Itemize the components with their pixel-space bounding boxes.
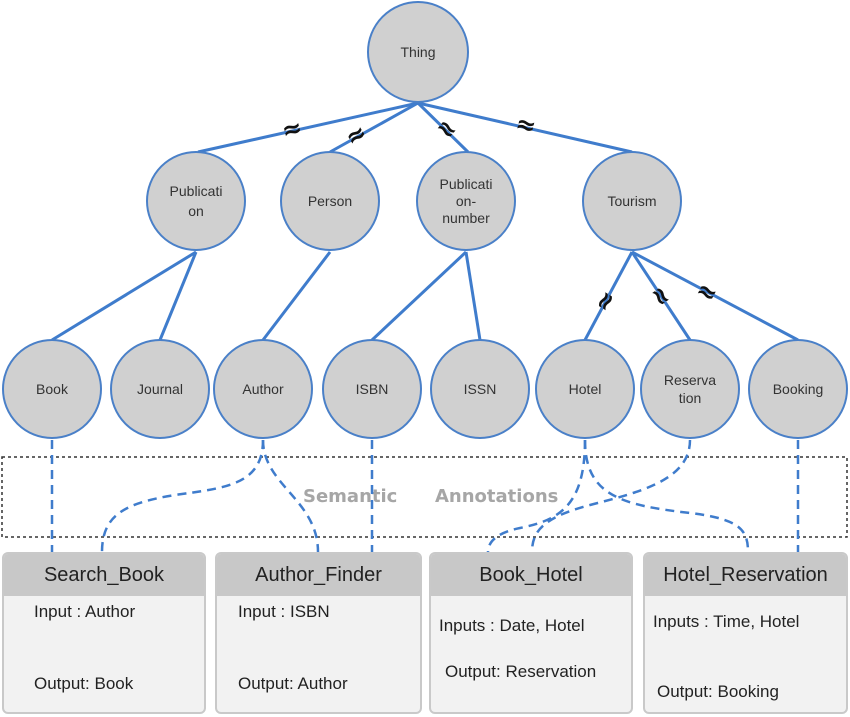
edge-thing-publication (197, 101, 419, 154)
node-thing-label: Thing (400, 44, 435, 60)
link-reservation-book-hotel (530, 439, 692, 553)
node-publication-label-line1: Publicati (170, 183, 223, 199)
service-output: Output: Book (34, 674, 134, 693)
hierarchy-edges (51, 101, 799, 342)
node-booking-label: Booking (773, 381, 824, 397)
node-tourism: Tourism (582, 151, 682, 251)
equivalence-mark-tourism: ≈ (513, 109, 539, 141)
node-hotel-label: Hotel (569, 381, 602, 397)
annotations-label: Annotations (435, 486, 558, 507)
service-output: Output: Author (238, 674, 348, 693)
service-title: Author_Finder (217, 554, 420, 596)
annotation-links (50, 439, 800, 553)
node-booking: Booking (748, 339, 848, 439)
edge-tourism-booking (631, 250, 799, 342)
node-person-label: Person (308, 193, 352, 209)
node-issn-label: ISSN (464, 381, 497, 397)
equivalence-mark-hotel: ≈ (588, 285, 622, 317)
service-input: Input : ISBN (238, 602, 330, 621)
node-reservation: Reserva tion (640, 339, 740, 439)
edge-person-author (261, 251, 332, 341)
equivalence-mark-booking: ≈ (692, 275, 723, 309)
node-publication-number: Publicati on- number (416, 151, 516, 251)
link-author-author-finder (261, 439, 320, 553)
link-hotel-book-hotel (486, 439, 587, 553)
node-publication-number-label-line3: number (442, 210, 490, 226)
service-title: Search_Book (4, 554, 204, 596)
edge-thing-publication-number (416, 101, 470, 154)
ontology-nodes: Thing Publicati on Person Publicati on- … (2, 1, 848, 439)
service-title: Hotel_Reservation (645, 554, 846, 596)
node-reservation-label-line2: tion (679, 390, 702, 406)
edge-tourism-reservation (630, 251, 692, 341)
equivalence-mark-person: ≈ (340, 118, 372, 152)
node-reservation-label-line1: Reserva (664, 372, 716, 388)
service-output: Output: Reservation (445, 662, 597, 681)
ontology-diagram: ≈ ≈ ≈ ≈ ≈ ≈ ≈ Semantic Annotations Thing… (1, 1, 848, 553)
node-journal: Journal (110, 339, 210, 439)
edge-publication-journal (158, 251, 198, 341)
node-tourism-label: Tourism (607, 193, 656, 209)
service-input: Input : Author (34, 602, 136, 621)
edge-publication-number-isbn (370, 250, 468, 342)
edge-thing-tourism (417, 101, 633, 154)
node-thing: Thing (367, 1, 469, 103)
edge-publication-number-issn (464, 251, 482, 341)
node-journal-label: Journal (137, 381, 183, 397)
node-author: Author (213, 339, 313, 439)
semantic-label: Semantic (303, 486, 397, 507)
equivalence-mark-reservation: ≈ (644, 280, 678, 313)
equivalence-markers: ≈ ≈ ≈ ≈ ≈ ≈ ≈ (279, 109, 723, 317)
equivalence-mark-publication: ≈ (279, 113, 305, 145)
service-author-finder: Author_Finder Input : ISBN Output: Autho… (215, 552, 422, 714)
edge-thing-person (329, 101, 419, 154)
node-hotel: Hotel (535, 339, 635, 439)
link-author-search-book (100, 439, 265, 553)
edge-tourism-hotel (583, 251, 634, 341)
node-book-label: Book (36, 381, 69, 397)
node-publication-number-label-line2: on- (456, 193, 477, 209)
node-author-label: Author (242, 381, 284, 397)
service-hotel-reservation: Hotel_Reservation Inputs : Time, Hotel O… (643, 552, 848, 714)
node-publication: Publicati on (146, 151, 246, 251)
semantic-annotations-region (1, 456, 848, 538)
node-isbn-label: ISBN (356, 381, 389, 397)
node-issn: ISSN (430, 339, 530, 439)
node-person: Person (280, 151, 380, 251)
node-publication-number-label-line1: Publicati (440, 176, 493, 192)
node-publication-label-line2: on (188, 203, 204, 219)
service-book-hotel: Book_Hotel Inputs : Date, Hotel Output: … (429, 552, 633, 714)
service-input: Inputs : Date, Hotel (439, 616, 585, 635)
node-book: Book (2, 339, 102, 439)
service-output: Output: Booking (657, 682, 779, 701)
edge-publication-book (51, 250, 197, 342)
service-search-book: Search_Book Input : Author Output: Book (2, 552, 206, 714)
service-input: Inputs : Time, Hotel (653, 612, 800, 631)
link-hotel-hotel-reservation (583, 439, 750, 553)
service-title: Book_Hotel (431, 554, 631, 596)
node-isbn: ISBN (322, 339, 422, 439)
